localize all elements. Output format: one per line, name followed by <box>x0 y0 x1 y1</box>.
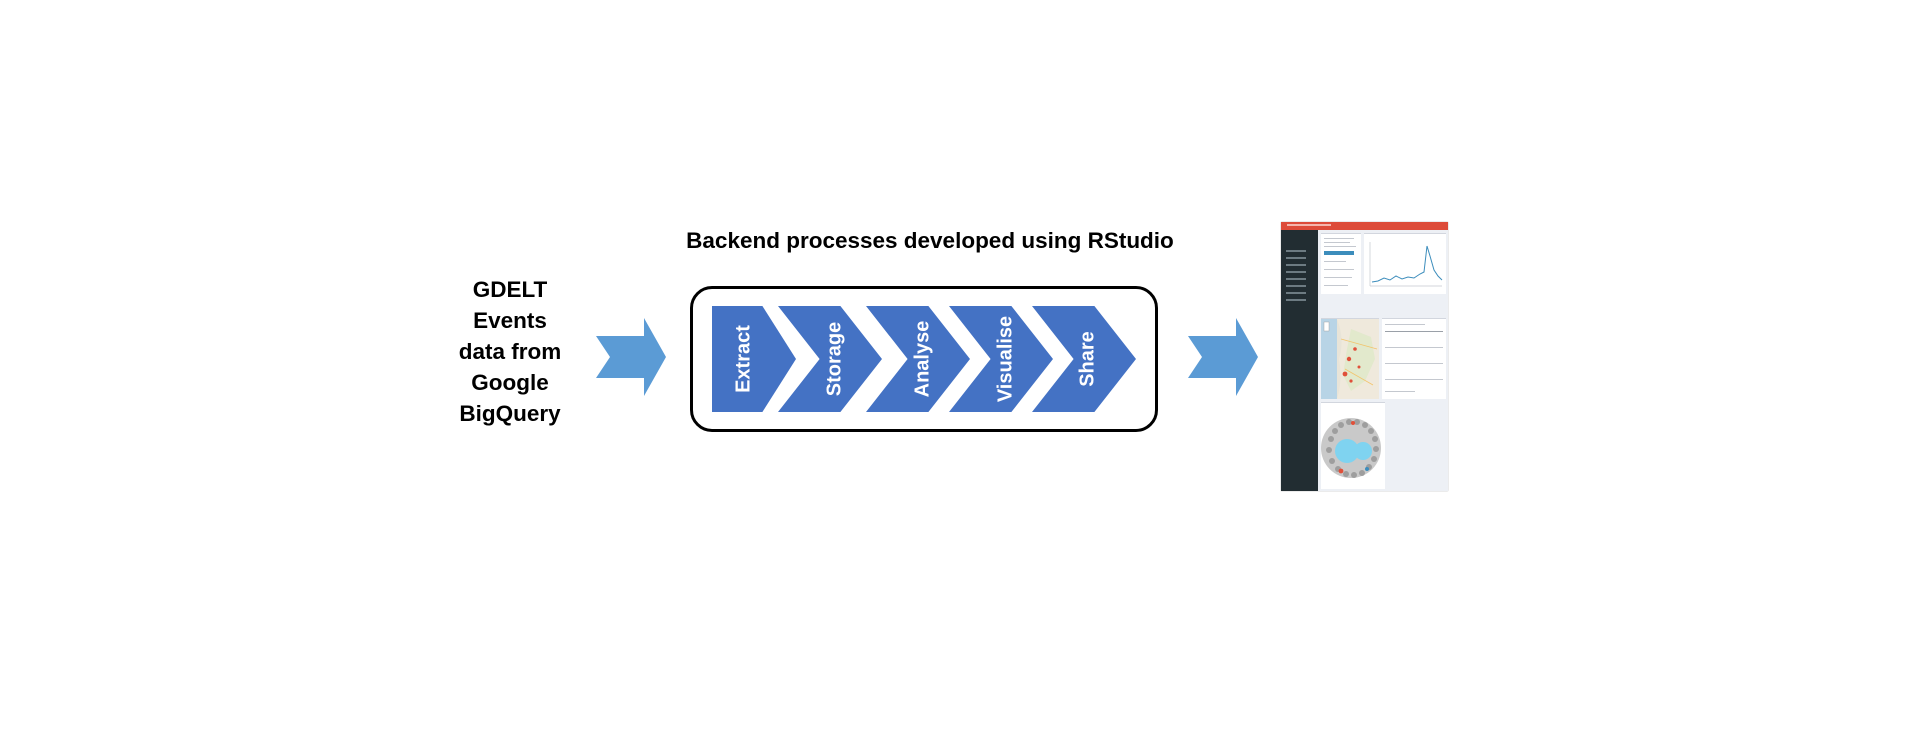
source-line: GDELT <box>472 277 548 302</box>
step-label: Extract <box>732 325 755 393</box>
thumb-filter-panel <box>1321 233 1361 294</box>
source-line: Events <box>473 308 547 333</box>
flow-arrow-right-icon <box>1188 318 1258 396</box>
step-label: Share <box>1076 331 1099 387</box>
step-label: Visualise <box>994 315 1017 403</box>
step-label: Analyse <box>911 320 934 398</box>
thumb-table <box>1382 318 1446 399</box>
thumb-sidebar <box>1281 230 1318 491</box>
thumb-header-bar <box>1281 222 1448 230</box>
source-label: GDELT Events data from Google BigQuery <box>445 274 575 429</box>
thumb-bubble-chart <box>1321 402 1385 489</box>
source-line: Google <box>471 370 549 395</box>
thumb-line-chart <box>1364 233 1446 294</box>
source-line: BigQuery <box>459 401 561 426</box>
thumb-map <box>1321 318 1379 399</box>
step-label: Storage <box>823 321 846 397</box>
dashboard-screenshot-thumbnail <box>1281 222 1448 491</box>
source-line: data from <box>458 339 562 364</box>
flow-arrow-left-icon <box>596 318 666 396</box>
pipeline-title: Backend processes developed using RStudi… <box>686 228 1174 253</box>
